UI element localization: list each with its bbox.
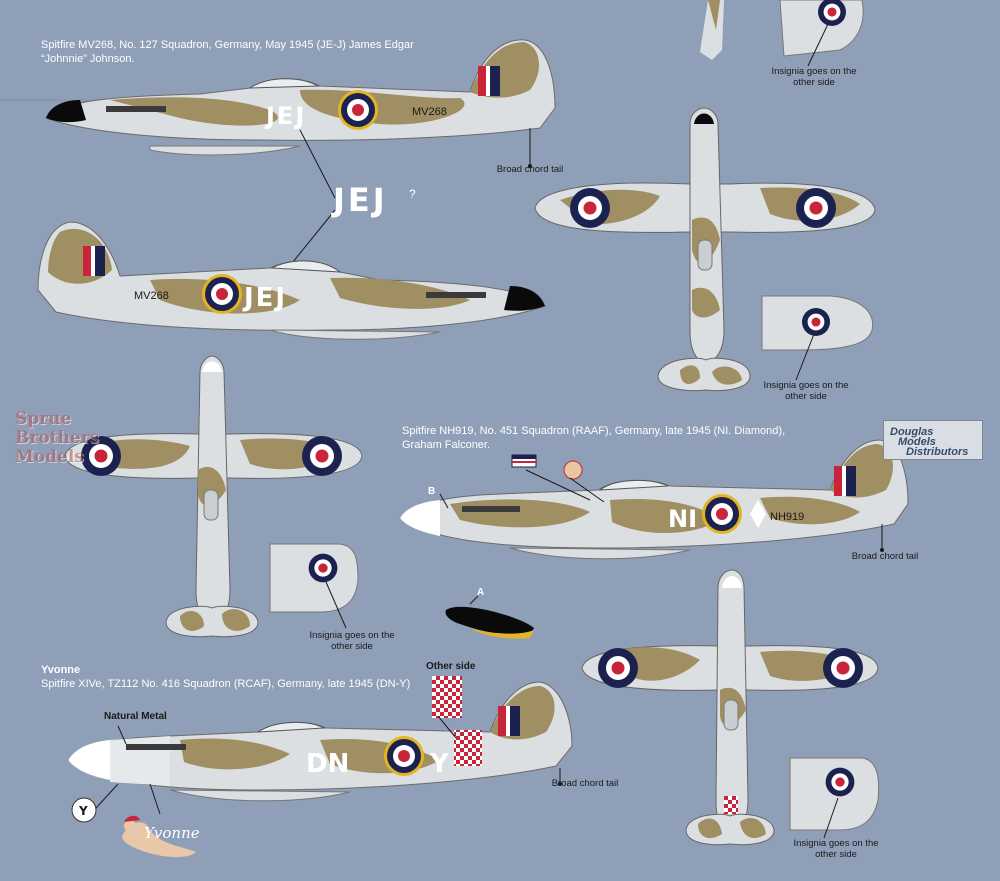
sprue-line-2: Brothers bbox=[15, 428, 100, 448]
code-y-small: Y bbox=[78, 804, 88, 818]
jej-callout-query: ? bbox=[409, 187, 416, 201]
mv268-profile-right bbox=[37, 221, 546, 340]
code-jej-lower: JEJ bbox=[242, 283, 287, 313]
note-broad-chord-3: Broad chord tail bbox=[551, 778, 619, 789]
insignia-panel-3 bbox=[269, 543, 359, 613]
caption-nh919-line1: Spitfire NH919, No. 451 Squadron (RAAF),… bbox=[402, 425, 786, 437]
sprue-line-1: Sprue bbox=[15, 409, 72, 429]
note-insignia-3: Insignia goes on the other side bbox=[309, 630, 395, 652]
douglas-models-logo: Douglas Models Distributors bbox=[883, 420, 983, 460]
dmd-line-1: Douglas bbox=[890, 426, 934, 438]
nh919-profile bbox=[399, 439, 909, 560]
caption-tz112-name: Yvonne bbox=[41, 664, 81, 676]
serial-mv268-upper: MV268 bbox=[412, 106, 447, 118]
mv268-plan-view bbox=[534, 107, 876, 392]
small-y-disc bbox=[71, 797, 97, 823]
code-y: Y bbox=[429, 749, 450, 779]
note-insignia-1: Insignia goes on the other side bbox=[771, 66, 857, 88]
spare-part-a bbox=[445, 606, 534, 639]
insignia-panel-2 bbox=[761, 295, 874, 351]
note-broad-chord-2: Broad chord tail bbox=[851, 551, 919, 562]
code-dn: DN bbox=[306, 749, 349, 779]
dmd-line-3: Distributors bbox=[906, 446, 969, 458]
note-insignia-4: Insignia goes on the other side bbox=[793, 838, 879, 860]
note-broad-chord-1: Broad chord tail bbox=[496, 164, 564, 175]
partial-plan-view-top bbox=[700, 0, 864, 60]
caption-tz112-line: Spitfire XIVe, TZ112 No. 416 Squadron (R… bbox=[41, 678, 411, 690]
nose-art-pinup bbox=[122, 815, 196, 858]
code-jej-upper: JEJ bbox=[264, 102, 306, 130]
tz112-plan-view bbox=[581, 569, 879, 846]
mv268-profile-left bbox=[45, 39, 556, 156]
dmd-line-2: Models bbox=[898, 436, 936, 448]
caption-nh919-line2: Graham Falconer. bbox=[402, 439, 491, 451]
label-b: B bbox=[428, 486, 436, 497]
note-natural-metal: Natural Metal bbox=[104, 711, 167, 722]
tz112-profile bbox=[67, 676, 573, 802]
insignia-panel-4 bbox=[789, 757, 880, 831]
serial-nh919: NH919 bbox=[770, 511, 804, 523]
caption-mv268-line2: “Johnnie” Johnson. bbox=[41, 53, 135, 65]
serial-mv268-lower: MV268 bbox=[134, 290, 169, 302]
note-other-side: Other side bbox=[426, 661, 476, 672]
sprue-brothers-watermark: Sprue Brothers Models bbox=[15, 410, 115, 470]
nh919-plan-view bbox=[64, 355, 363, 638]
jej-callout: JEJ bbox=[333, 181, 388, 219]
caption-mv268-line1: Spitfire MV268, No. 127 Squadron, German… bbox=[41, 39, 414, 51]
code-ni: NI bbox=[668, 505, 697, 533]
nose-art-script: Yvonne bbox=[144, 824, 200, 842]
sprue-line-3: Models bbox=[15, 447, 84, 467]
note-insignia-2: Insignia goes on the other side bbox=[763, 380, 849, 402]
label-a: A bbox=[477, 587, 485, 598]
